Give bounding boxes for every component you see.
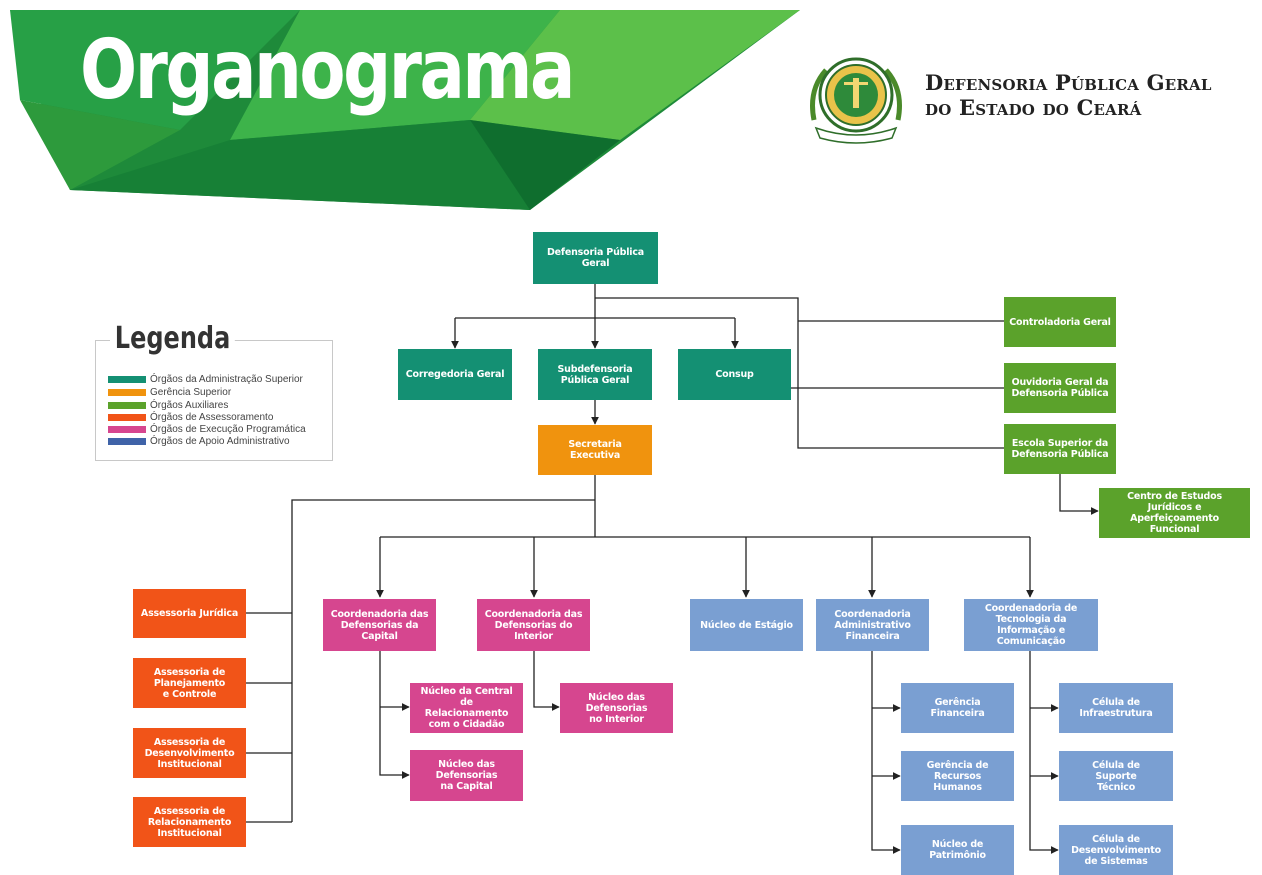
node-celula-suporte-tecnico: Célula de Suporte Técnico	[1059, 751, 1173, 801]
legend-swatch	[108, 388, 146, 396]
node-assessoria-relacionamento: Assessoria de Relacionamento Institucion…	[133, 797, 246, 847]
legend-title: Legenda	[110, 322, 236, 355]
legend-item: Órgãos da Administração Superior	[108, 373, 303, 385]
legend-item: Órgãos de Assessoramento	[108, 411, 273, 423]
organization-name-line1: Defensoria Pública Geral	[925, 70, 1212, 95]
legend-label: Órgãos de Assessoramento	[150, 411, 274, 423]
node-corregedoria-geral: Corregedoria Geral	[398, 349, 512, 400]
legend-swatch	[108, 425, 146, 433]
defensoria-seal-icon	[810, 57, 902, 144]
legend-item: Gerência Superior	[108, 386, 231, 398]
node-celula-infraestrutura: Célula de Infraestrutura	[1059, 683, 1173, 733]
node-assessoria-desenvolvimento: Assessoria de Desenvolvimento Institucio…	[133, 728, 246, 778]
node-coordenadoria-ti: Coordenadoria de Tecnologia da Informaçã…	[964, 599, 1098, 651]
node-coordenadoria-interior: Coordenadoria das Defensorias do Interio…	[477, 599, 590, 651]
node-assessoria-juridica: Assessoria Jurídica	[133, 589, 246, 638]
node-gerencia-recursos-humanos: Gerência de Recursos Humanos	[901, 751, 1014, 801]
node-consup: Consup	[678, 349, 791, 400]
node-controladoria-geral: Controladoria Geral	[1004, 297, 1116, 347]
organization-name-line2: do Estado do Ceará	[925, 95, 1142, 120]
legend-swatch	[108, 401, 146, 409]
node-assessoria-planejamento: Assessoria de Planejamento e Controle	[133, 658, 246, 708]
legend-item: Órgãos de Apoio Administrativo	[108, 435, 290, 447]
legend-label: Gerência Superior	[150, 386, 232, 398]
header-banner	[10, 10, 800, 210]
node-coordenadoria-adm-financeira: Coordenadoria Administrativo Financeira	[816, 599, 929, 651]
node-ouvidoria-geral: Ouvidoria Geral da Defensoria Pública	[1004, 363, 1116, 413]
legend-item: Órgãos Auxiliares	[108, 399, 228, 411]
legend-label: Órgãos de Execução Programática	[150, 423, 306, 435]
legend-label: Órgãos da Administração Superior	[150, 373, 303, 385]
node-nucleo-de-estagio: Núcleo de Estágio	[690, 599, 803, 651]
page-title: Organograma	[80, 23, 575, 118]
legend-item: Órgãos de Execução Programática	[108, 423, 306, 435]
node-nucleo-patrimonio: Núcleo de Patrimônio	[901, 825, 1014, 875]
organization-name: Defensoria Pública Geral do Estado do Ce…	[925, 70, 1212, 120]
legend-swatch	[108, 413, 146, 421]
legend-label: Órgãos Auxiliares	[150, 399, 229, 411]
node-secretaria-executiva: Secretaria Executiva	[538, 425, 652, 475]
node-nucleo-defensorias-capital: Núcleo das Defensorias na Capital	[410, 750, 523, 801]
legend-label: Órgãos de Apoio Administrativo	[150, 435, 290, 447]
node-nucleo-central-relacionamento: Núcleo da Central de Relacionamento com …	[410, 683, 523, 733]
node-centro-de-estudos: Centro de Estudos Jurídicos e Aperfeiçoa…	[1099, 488, 1250, 538]
legend-swatch	[108, 437, 146, 445]
node-subdefensoria: Subdefensoria Pública Geral	[538, 349, 652, 400]
node-coordenadoria-capital: Coordenadoria das Defensorias da Capital	[323, 599, 436, 651]
node-defensoria-publica-geral: Defensoria Pública Geral	[533, 232, 658, 284]
node-gerencia-financeira: Gerência Financeira	[901, 683, 1014, 733]
node-escola-superior: Escola Superior da Defensoria Pública	[1004, 424, 1116, 474]
node-nucleo-defensorias-interior: Núcleo das Defensorias no Interior	[560, 683, 673, 733]
node-celula-desenvolvimento-sistemas: Célula de Desenvolvimento de Sistemas	[1059, 825, 1173, 875]
legend-swatch	[108, 375, 146, 383]
